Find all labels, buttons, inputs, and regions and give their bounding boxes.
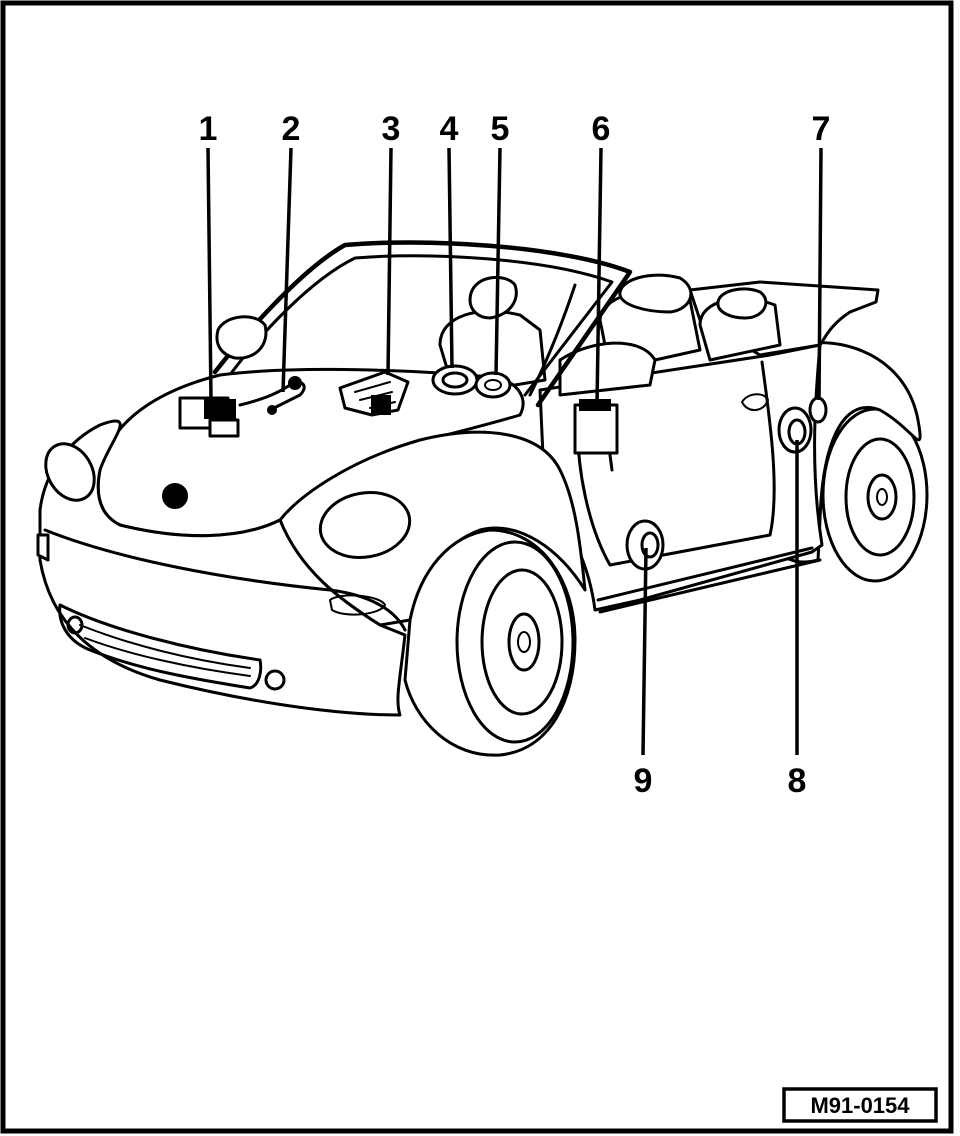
side-marker	[329, 594, 386, 616]
front-bumper	[38, 419, 407, 717]
component-1-control-unit	[178, 396, 240, 438]
reference-code: M91-0154	[810, 1093, 910, 1118]
component-6-side-unit	[573, 399, 619, 472]
callout-numbers: 1 2 3 4 5 6 7 8 9	[199, 110, 831, 800]
seats	[438, 273, 782, 397]
callout-2: 2	[282, 110, 301, 148]
leader-6	[595, 147, 603, 406]
right-headlight	[318, 491, 412, 559]
component-4-sensor	[431, 364, 479, 396]
vw-badge	[162, 483, 188, 509]
component-2-wiring	[238, 376, 306, 415]
component-3-airbag-unit	[338, 370, 410, 417]
door-handle	[741, 393, 769, 411]
leader-4	[447, 147, 454, 369]
leader-7	[817, 147, 823, 401]
component-8-door-sensor	[777, 406, 813, 454]
leader-lines	[206, 147, 823, 756]
sill-line	[596, 546, 822, 614]
callout-5: 5	[491, 110, 510, 148]
windshield-inner	[230, 254, 614, 397]
left-headlight	[44, 442, 96, 502]
fog-lamp-right	[264, 669, 286, 691]
fog-lamp-left	[66, 615, 84, 635]
component-5-sensor	[474, 371, 512, 399]
leader-5	[494, 147, 502, 376]
component-7-rear-sensor	[808, 396, 828, 424]
leader-2	[281, 147, 293, 393]
callout-1: 1	[199, 110, 218, 148]
door-outline	[576, 360, 776, 567]
lower-grille-outline	[58, 603, 263, 690]
left-mirror	[215, 315, 268, 360]
grille-slats	[79, 624, 251, 677]
callout-7: 7	[812, 110, 831, 148]
callout-4: 4	[440, 110, 459, 148]
a-pillar	[528, 283, 577, 397]
rear-wheel	[821, 407, 929, 583]
reference-code-box: M91-0154	[782, 1087, 938, 1123]
convertible-car-illustration	[36, 240, 929, 757]
callout-3: 3	[382, 110, 401, 148]
callout-8: 8	[788, 762, 807, 800]
leader-9	[641, 547, 648, 756]
leader-1	[206, 147, 213, 401]
front-wheel	[403, 528, 577, 757]
callout-6: 6	[592, 110, 611, 148]
left-indicator	[36, 533, 50, 562]
callout-9: 9	[634, 762, 653, 800]
leader-3	[386, 147, 393, 376]
